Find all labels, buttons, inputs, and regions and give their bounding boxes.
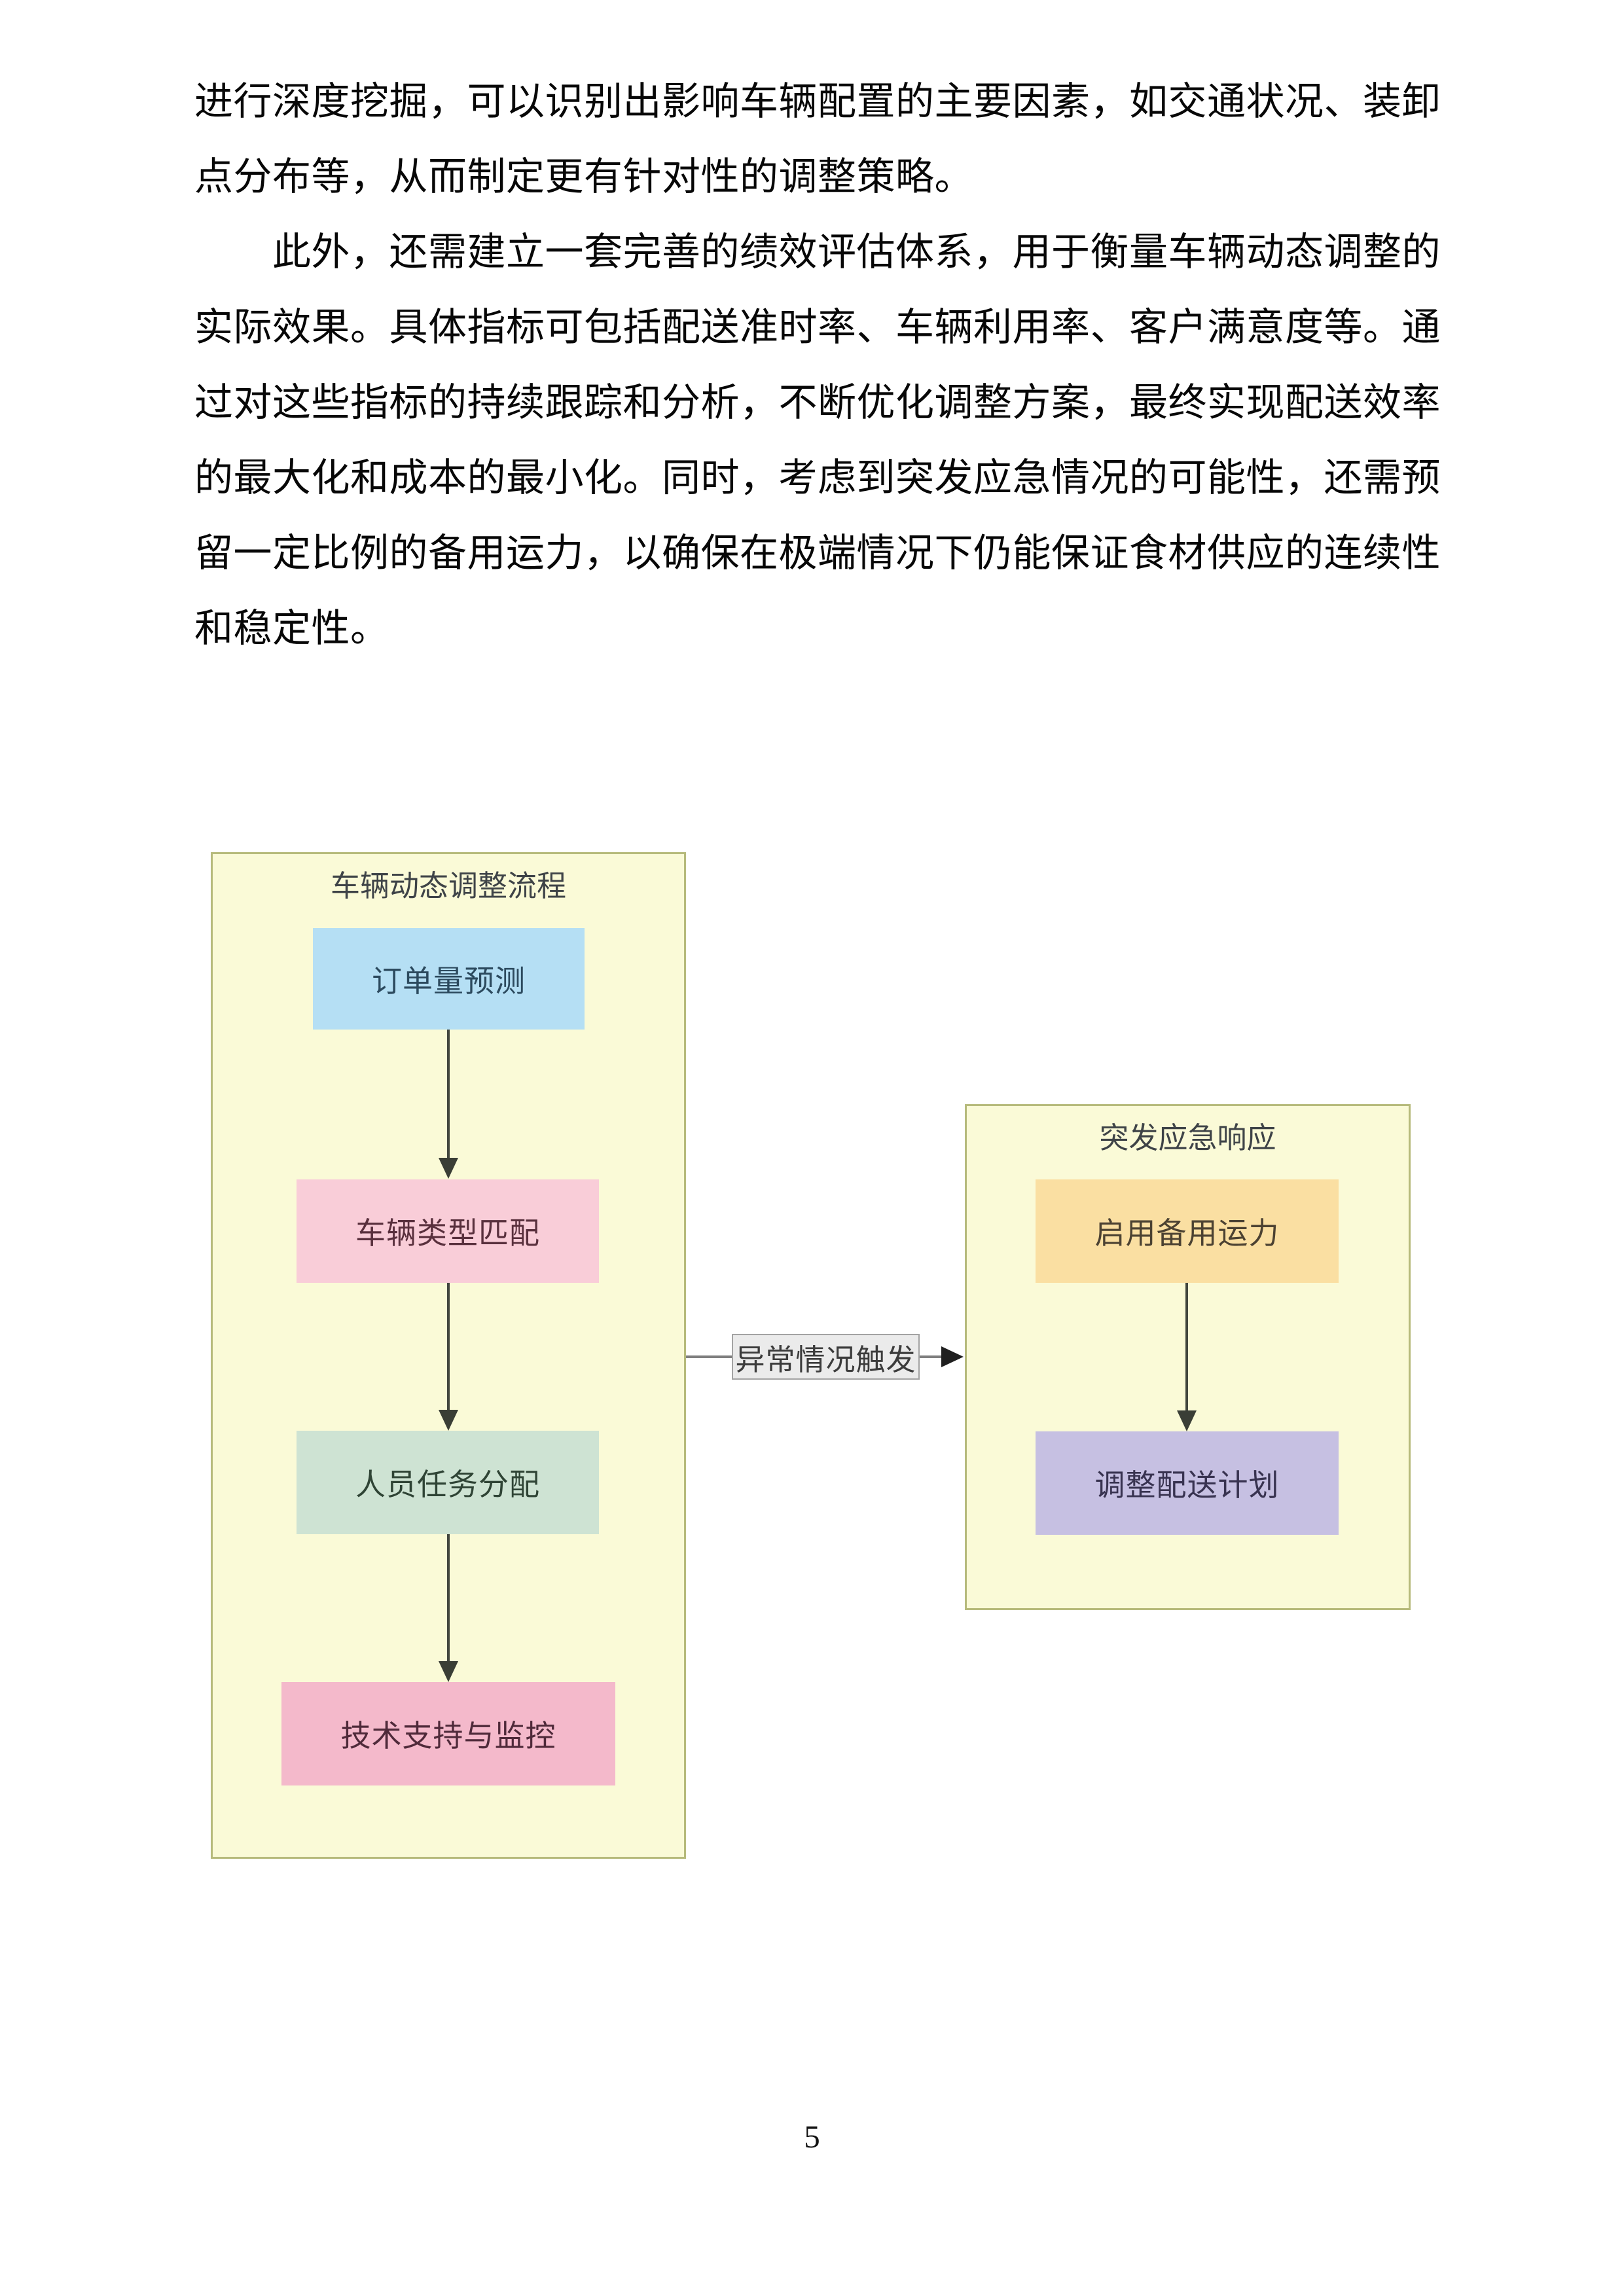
page-number: 5 — [804, 2119, 820, 2155]
body-text-line: 实际效果。具体指标可包括配送准时率、车辆利用率、客户满意度等。通 — [194, 306, 1441, 349]
arrow-down-backup-to-adjust — [1185, 1283, 1188, 1412]
flow-container-title: 车辆动态调整流程 — [330, 869, 566, 903]
arrow-down-head-icon — [439, 1158, 458, 1179]
flow-box-activate-backup-capacity: 启用备用运力 — [1036, 1179, 1339, 1283]
flow-container-title: 突发应急响应 — [1099, 1121, 1276, 1155]
arrow-right-head-icon — [941, 1346, 964, 1367]
body-text: 进行深度挖掘，可以识别出影响车辆配置的主要因素，如交通状况、装卸 点分布等，从而… — [194, 64, 1441, 666]
arrow-down-staff-to-tech — [447, 1534, 450, 1662]
arrow-down-vehicle-to-staff — [447, 1283, 450, 1411]
body-text-line: 点分布等，从而制定更有针对性的调整策略。 — [194, 155, 974, 198]
arrow-down-forecast-to-vehicle — [447, 1030, 450, 1159]
flow-box-vehicle-type-matching: 车辆类型匹配 — [297, 1179, 599, 1283]
body-text-line: 留一定比例的备用运力，以确保在极端情况下仍能保证食材供应的连续性 — [194, 531, 1441, 575]
arrow-down-head-icon — [1177, 1410, 1197, 1431]
flow-box-staff-task-assignment: 人员任务分配 — [297, 1431, 599, 1534]
arrow-down-head-icon — [439, 1410, 458, 1431]
flow-box-adjust-delivery-plan: 调整配送计划 — [1036, 1431, 1339, 1535]
body-text-line: 过对这些指标的持续跟踪和分析，不断优化调整方案，最终实现配送效率 — [194, 381, 1441, 424]
arrow-down-head-icon — [439, 1661, 458, 1682]
body-text-line: 此外，还需建立一套完善的绩效评估体系，用于衡量车辆动态调整的 — [194, 230, 1441, 274]
body-text-line: 进行深度挖掘，可以识别出影响车辆配置的主要因素，如交通状况、装卸 — [194, 80, 1441, 123]
body-text-line: 的最大化和成本的最小化。同时，考虑到突发应急情况的可能性，还需预 — [194, 456, 1441, 499]
connector-label-exception-trigger: 异常情况触发 — [732, 1334, 920, 1380]
flow-box-order-forecast: 订单量预测 — [313, 928, 585, 1030]
flow-box-tech-support-monitoring: 技术支持与监控 — [281, 1682, 615, 1785]
body-text-line: 和稳定性。 — [194, 607, 389, 650]
